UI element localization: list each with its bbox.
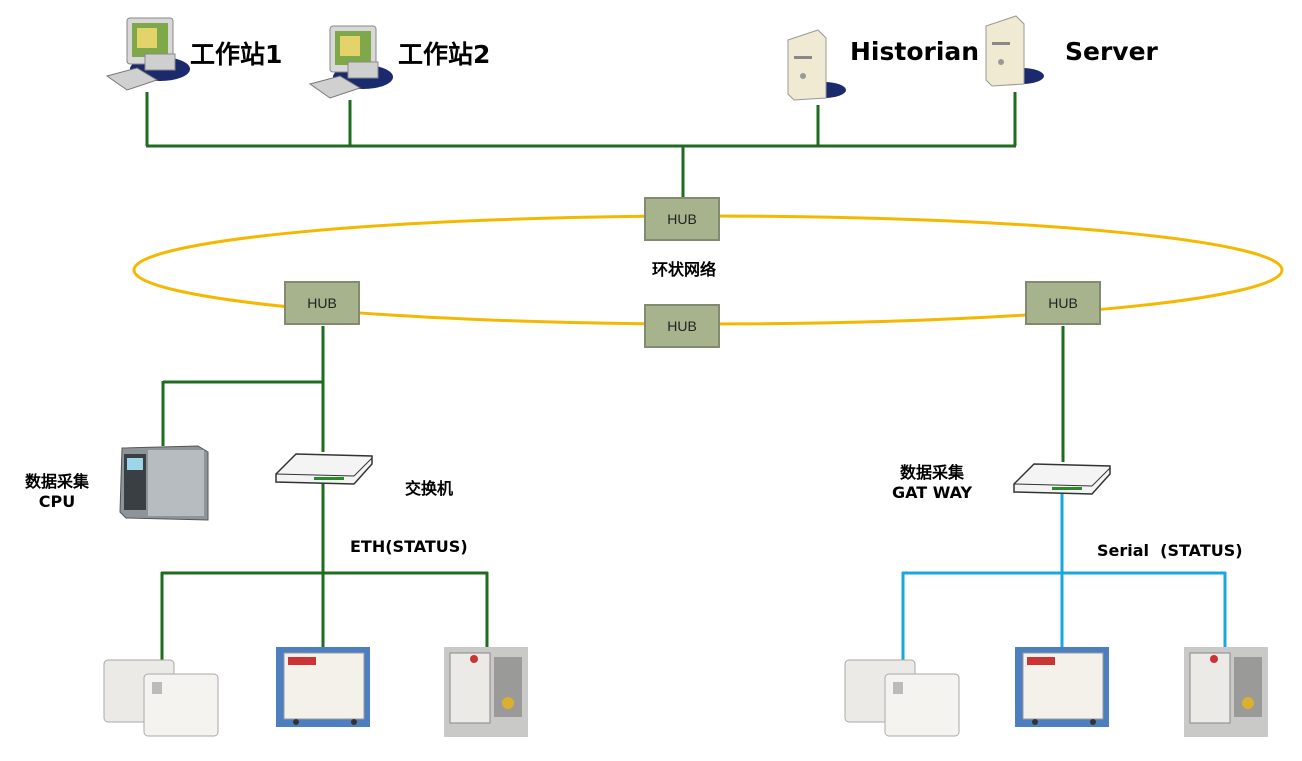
server-icon [985, 15, 1044, 87]
gateway-label: 数据采集 GAT WAY [880, 463, 984, 503]
server-label: Server [1065, 37, 1158, 66]
gateway-label-line1: 数据采集 [899, 463, 964, 482]
workstation-2-label: 工作站2 [398, 40, 491, 69]
backbone-wires [145, 92, 1065, 660]
server-icon [787, 29, 846, 101]
serial-status-label: Serial (STATUS) [1097, 541, 1243, 560]
blue-panel-pump-icon [1015, 647, 1109, 727]
hub-left: HUB [284, 281, 360, 325]
workstation-icon [308, 25, 393, 99]
workstation-1-label: 工作站1 [190, 40, 283, 69]
network-switch-icon [275, 453, 373, 485]
serial-wires [901, 490, 1227, 660]
hub-bottom: HUB [644, 304, 720, 348]
cpu-label-line1: 数据采集 [24, 472, 89, 491]
gateway-label-line2: GAT WAY [891, 483, 973, 502]
gateway-icon [1013, 463, 1111, 495]
ring-label: 环状网络 [652, 260, 717, 279]
historian-label: Historian [850, 37, 980, 66]
open-frame-pump-icon [444, 647, 528, 737]
blue-panel-pump-icon [276, 647, 370, 727]
open-frame-pump-icon [1184, 647, 1268, 737]
eth-status-label: ETH(STATUS) [350, 537, 468, 556]
switch-label: 交换机 [405, 479, 454, 498]
twin-vacuum-pump-icon [103, 659, 219, 737]
cpu-label-line2: CPU [38, 492, 76, 511]
cpu-label: 数据采集 CPU [12, 472, 102, 512]
hub-top: HUB [644, 197, 720, 241]
hub-right: HUB [1025, 281, 1101, 325]
twin-vacuum-pump-icon [844, 659, 960, 737]
plc-cpu-icon [119, 445, 209, 521]
workstation-icon [105, 17, 190, 91]
